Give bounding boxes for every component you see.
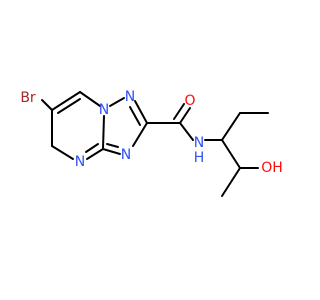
bond-n3-c4a-inner: [106, 143, 119, 148]
bond-c4a-n4: [86, 148, 104, 160]
atom-n-triazole-top: N: [125, 89, 135, 105]
atom-n-pyrimidine: N: [75, 154, 85, 170]
bond-n8a-c4a: [102, 115, 105, 150]
bond-layer: [41, 91, 269, 197]
bond-c4chain-c5: [221, 167, 241, 197]
bond-n3-c4a: [102, 148, 121, 155]
atom-hydroxyl: OH: [261, 160, 283, 176]
atom-carbonyl-oxygen: O: [184, 93, 195, 109]
atom-amide-n: N: [194, 135, 204, 151]
bond-n8a-n1: [109, 97, 125, 107]
bond-n1-c2-inner: [129, 106, 141, 126]
bond-carbonyl-n: [179, 122, 194, 141]
bond-c2-n3: [132, 122, 148, 147]
atom-amide-h: H: [194, 150, 205, 166]
bond-c6-c7: [51, 91, 81, 111]
bond-c3-c2chain: [221, 112, 241, 141]
bond-n1-c2: [134, 100, 148, 124]
bond-c7-n8a: [79, 91, 101, 107]
bond-n4-c5: [51, 145, 74, 160]
atom-n-bridge: N: [99, 102, 109, 118]
bond-br-c6: [41, 99, 53, 111]
bond-carbonyl-o: [179, 107, 191, 124]
bond-c4a-n4-inner: [85, 143, 99, 153]
bond-carbonyl-o-inner: [173, 103, 185, 120]
bond-c6-c7-inner: [57, 98, 81, 114]
atom-n-triazole-bottom: N: [121, 147, 131, 163]
bond-c3-c4chain: [221, 139, 241, 169]
atom-bromine: Br: [20, 90, 36, 106]
atom-label-layer: Br N N N N O N H OH: [20, 89, 282, 176]
molecule-structure: Br N N N N O N H OH: [20, 89, 283, 197]
